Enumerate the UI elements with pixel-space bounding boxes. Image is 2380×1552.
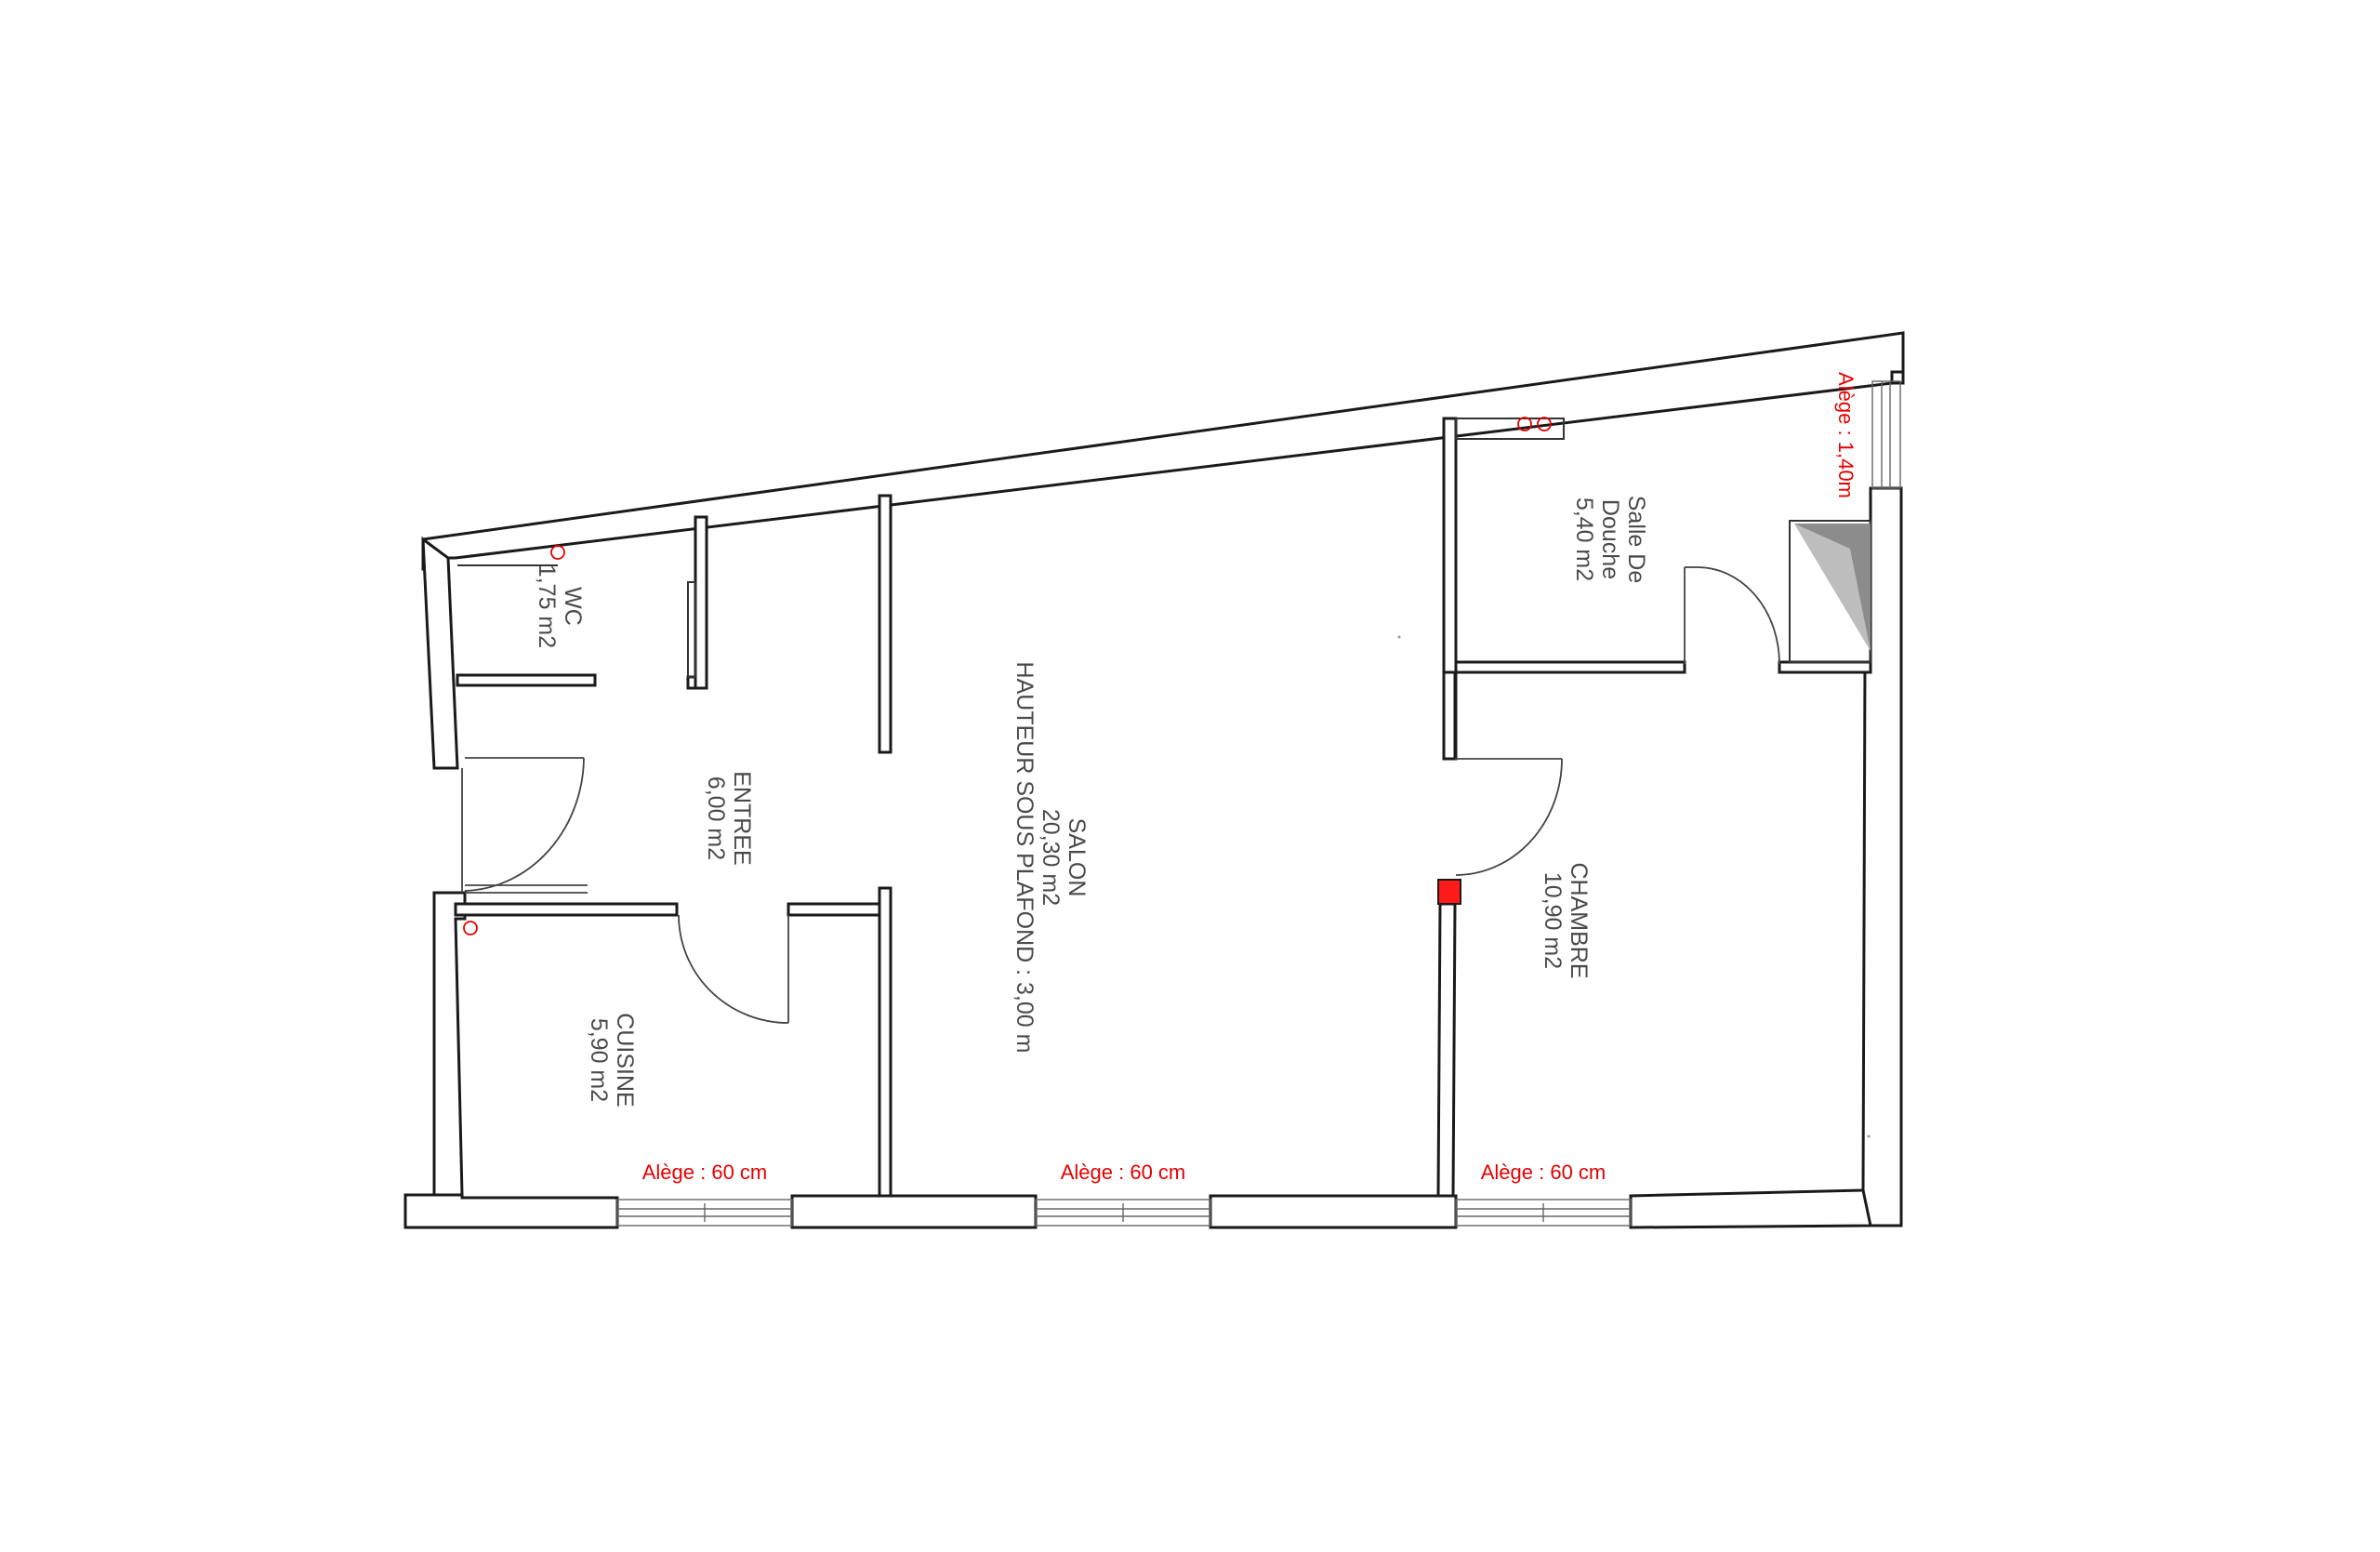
entree-label: ENTREE 6,00 m2: [703, 771, 755, 865]
cuisine-alege-label: Alège : 60 cm: [642, 1161, 768, 1184]
douche-door-swing: [1697, 566, 1780, 665]
cuisine-top-wall-right: [787, 902, 881, 917]
bottom-wall-left: [403, 1193, 619, 1229]
wc-bottom-wall: [456, 673, 597, 687]
cuisine-label: CUISINE 5,90 m2: [586, 1013, 638, 1107]
right-wall-top-stub: [1890, 370, 1905, 385]
ref-dot-2: [1867, 1134, 1871, 1138]
salon-name: SALON: [1064, 818, 1090, 897]
wc-area: 1,75 m2: [534, 564, 560, 648]
entree-area: 6,00 m2: [703, 776, 729, 860]
electrical-panel-icon: [1437, 879, 1461, 905]
cuisine-area: 5,90 m2: [586, 1018, 612, 1102]
salle-douche-area: 5,40 m2: [1571, 497, 1597, 581]
salon-partition-lower: [878, 886, 892, 1198]
chambre-area: 10,90 m2: [1540, 872, 1566, 969]
wc-outlet-icon: [550, 545, 565, 560]
wc-right-wall-lower: [694, 515, 708, 690]
douche-alege-label: Alège : 1,40m: [1834, 372, 1858, 498]
left-wall-upper: [421, 536, 459, 770]
wc-name: WC: [560, 587, 586, 626]
salle-douche-name-2: Douche: [1597, 499, 1623, 579]
chambre-label: CHAMBRE 10,90 m2: [1540, 862, 1592, 978]
chambre-left-wall-lower: [1436, 902, 1457, 1198]
left-wall-lower: [432, 891, 467, 1197]
salle-douche-name-1: Salle De: [1623, 496, 1649, 584]
douche-alege: Alège : 1,40m: [1834, 372, 1858, 498]
cuisine-door-swing: [678, 914, 789, 1024]
chambre-name: CHAMBRE: [1566, 862, 1592, 978]
bottom-wall-pier-2: [1209, 1194, 1458, 1229]
salon-area: 20,30 m2: [1038, 809, 1064, 906]
douche-tap-icon-2: [1537, 417, 1552, 431]
salon-window: [1035, 1199, 1211, 1227]
bottom-wall-right: [1629, 1188, 1872, 1229]
ref-dot-1: [1397, 635, 1401, 639]
douche-bottom-wall-right: [1778, 660, 1872, 674]
douche-tap-icon-1: [1517, 417, 1532, 431]
douche-shower-tray: [1455, 418, 1565, 440]
douche-bottom-wall: [1454, 660, 1686, 674]
salon-alege-label: Alège : 60 cm: [1061, 1161, 1186, 1184]
cuisine-top-wall: [454, 902, 679, 917]
chambre-left-wall-upper: [1442, 670, 1457, 761]
salon-ceiling-height: HAUTEUR SOUS PLAFOND : 3,00 m: [1012, 662, 1038, 1054]
top-slanted-wall: [421, 331, 1905, 571]
douche-window: [1871, 380, 1901, 489]
cuisine-outlet-icon: [463, 921, 478, 935]
salon-partition-upper: [878, 494, 892, 754]
cuisine-window: [616, 1199, 793, 1227]
wc-label: WC 1,75 m2: [534, 564, 586, 648]
entree-name: ENTREE: [729, 771, 755, 865]
chambre-window: [1455, 1199, 1632, 1227]
chambre-door-swing: [1455, 758, 1563, 876]
douche-shaft-fill-light: [1794, 524, 1871, 651]
salon-label: SALON 20,30 m2 HAUTEUR SOUS PLAFOND : 3,…: [1012, 662, 1090, 1054]
bottom-wall-pier-1: [790, 1194, 1038, 1229]
chambre-alege-label: Alège : 60 cm: [1481, 1161, 1606, 1184]
wc-door-jamb: [687, 581, 696, 678]
cuisine-name: CUISINE: [612, 1013, 638, 1107]
entry-door-swing: [464, 757, 585, 892]
salle-douche-label: Salle De Douche 5,40 m2: [1571, 496, 1649, 584]
